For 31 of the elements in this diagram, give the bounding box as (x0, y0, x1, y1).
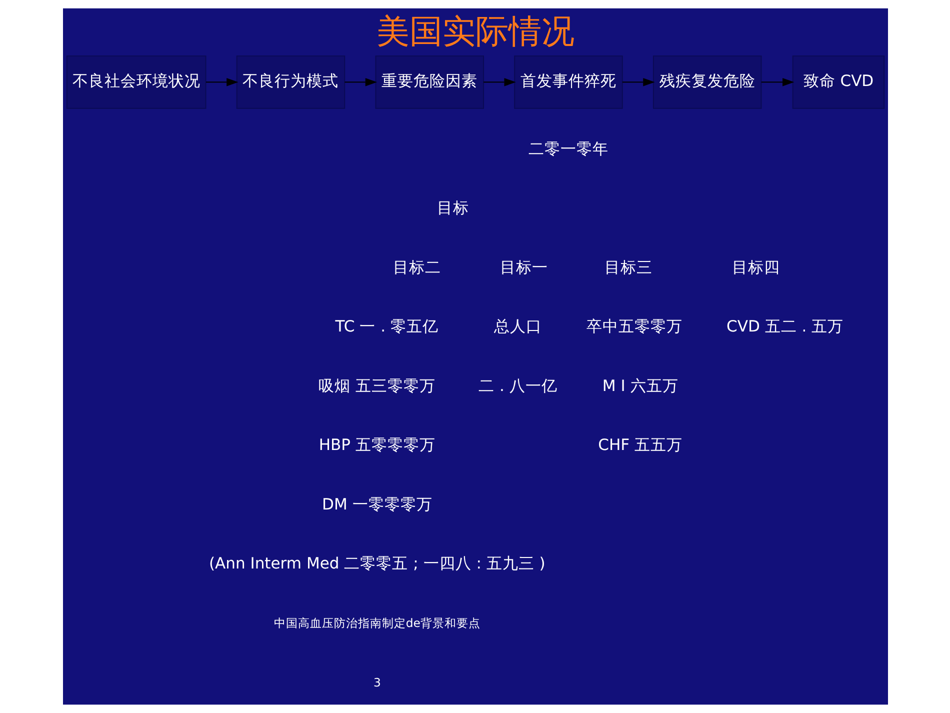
label: CVD 五二 . 五万 (726, 318, 844, 336)
label: (Ann Interm Med 二零零五 ; 一四八 : 五九三 ) (208, 554, 545, 573)
label: 目标 (436, 199, 468, 218)
arrow (621, 78, 654, 86)
label: 目标一 (499, 258, 548, 276)
label: 卒中五零零万 (586, 318, 682, 336)
label: 3 (372, 675, 380, 690)
label: DM 一零零零万 (322, 495, 432, 514)
node-box: 重要危险因素 (374, 55, 484, 109)
arrow (760, 78, 794, 86)
node-box: 不良社会环境状况 (66, 55, 206, 109)
diagram-title: 美国实际情况 (376, 12, 574, 51)
label: 总人口 (493, 318, 542, 336)
label: 吸烟 五三零零万 (318, 376, 436, 395)
arrow (205, 78, 238, 86)
label: HBP 五零零零万 (318, 436, 435, 454)
label: TC 一 . 零五亿 (334, 318, 438, 336)
label: 目标四 (731, 258, 780, 276)
label: M I 六五万 (602, 376, 678, 395)
label: 中国高血压防治指南制定de背景和要点 (273, 616, 480, 630)
label: CHF 五五万 (598, 436, 682, 454)
node-box: 首发事件猝死 (514, 55, 622, 109)
node-box: 残疾复发危险 (652, 55, 762, 109)
label: 目标三 (604, 258, 652, 276)
node-box: 致命 CVD (792, 55, 884, 109)
arrow (482, 78, 516, 86)
label: 二 . 八一亿 (478, 376, 557, 395)
node-box: 不良行为模式 (236, 55, 345, 109)
label: 二零一零年 (528, 140, 608, 158)
arrow (344, 78, 377, 86)
label: 目标二 (392, 258, 440, 276)
